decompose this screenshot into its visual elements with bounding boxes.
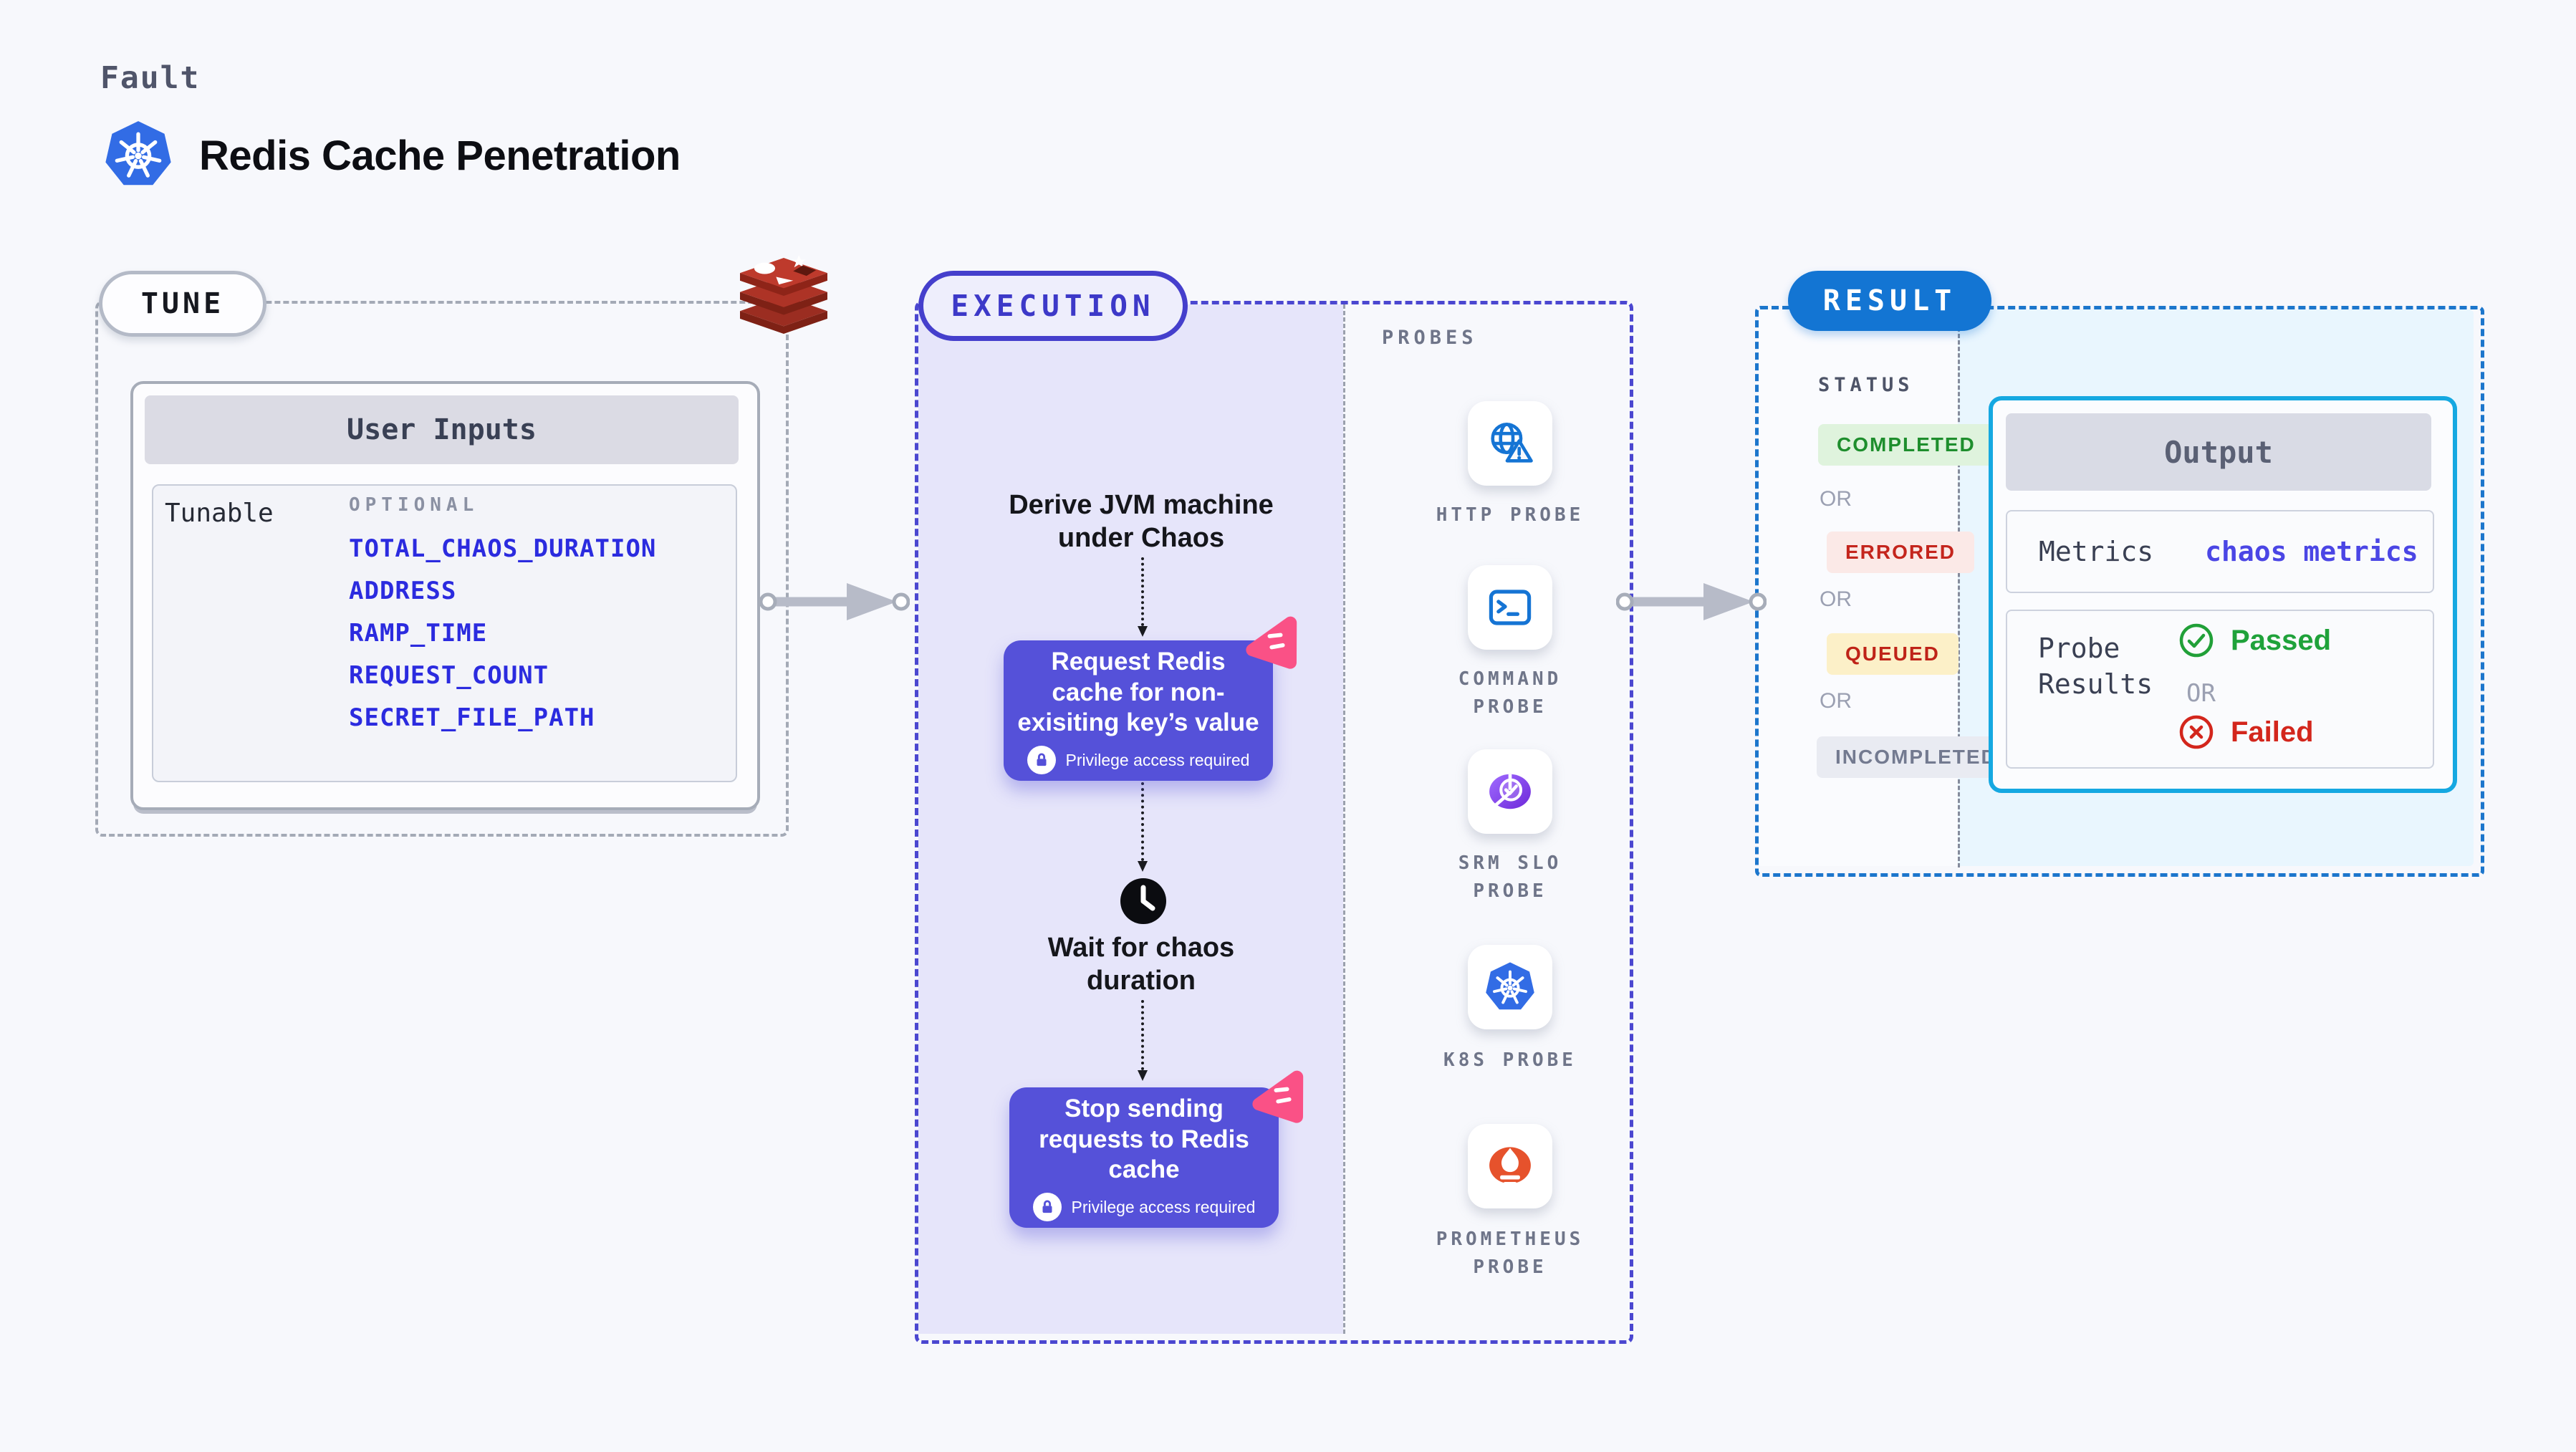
metrics-row: Metrics chaos metrics <box>2006 510 2434 593</box>
status-output-divider <box>1958 308 1960 867</box>
probe-label-line: SRM SLO <box>1458 852 1562 874</box>
output-header: Output <box>2006 413 2431 491</box>
stop-line-1: Stop sending <box>1064 1094 1224 1122</box>
status-badge-errored: ERRORED <box>1827 532 1975 573</box>
metrics-value-link: chaos metrics <box>2205 536 2418 567</box>
connector-request-wait <box>1138 782 1148 872</box>
or-separator: OR <box>1820 587 1852 611</box>
tunable-panel <box>152 484 737 782</box>
request-line-2: cache for non- <box>1052 678 1225 706</box>
passed-row: Passed <box>2178 622 2331 659</box>
k8s-probe-card <box>1468 945 1552 1029</box>
failed-row: Failed <box>2178 713 2314 751</box>
kubernetes-icon <box>105 121 171 186</box>
or-separator: OR <box>2186 679 2216 708</box>
privilege-row: Privilege access required <box>1032 1193 1256 1222</box>
prometheus-probe-card <box>1468 1124 1552 1208</box>
or-separator: OR <box>1820 689 1852 713</box>
k8s-probe-label: K8S PROBE <box>1403 1047 1618 1074</box>
probe-results-line: Results <box>2038 668 2153 700</box>
http-probe-card <box>1468 401 1552 486</box>
privilege-row: Privilege access required <box>1027 746 1250 775</box>
param-address: ADDRESS <box>349 577 457 605</box>
status-badge-incompleted: INCOMPLETED <box>1817 736 2016 778</box>
privilege-note: Privilege access required <box>1071 1197 1256 1216</box>
probe-label-line: K8S PROBE <box>1443 1049 1577 1071</box>
param-request-count: REQUEST_COUNT <box>349 661 549 690</box>
execution-probes-divider <box>1343 304 1345 1334</box>
srm-slo-probe-card <box>1468 749 1552 834</box>
http-probe-label: HTTP PROBE <box>1403 501 1618 529</box>
derive-line-2: under Chaos <box>1057 523 1225 554</box>
page-title: Redis Cache Penetration <box>199 133 681 179</box>
execution-section-box <box>915 301 1633 1344</box>
stop-line-3: cache <box>1108 1155 1180 1184</box>
execution-pill: EXECUTION <box>918 271 1188 341</box>
probe-label-line: PROBE <box>1473 1256 1547 1278</box>
request-redis-step: Request Redis cache for non- exisiting k… <box>1004 640 1273 781</box>
passed-label: Passed <box>2231 624 2332 656</box>
param-total-chaos-duration: TOTAL_CHAOS_DURATION <box>349 534 657 563</box>
probe-label-line: HTTP PROBE <box>1436 504 1585 526</box>
status-label: STATUS <box>1818 374 1914 396</box>
probe-results-row <box>2006 610 2434 769</box>
request-line-3: exisiting key’s value <box>1017 708 1259 737</box>
globe-alert-icon <box>1491 423 1533 463</box>
result-pill: RESULT <box>1788 271 1991 331</box>
check-circle-icon <box>2179 623 2214 658</box>
terminal-icon <box>1489 590 1532 625</box>
or-separator: OR <box>1820 487 1852 511</box>
probe-label-line: COMMAND <box>1458 668 1562 690</box>
prometheus-probe-label: PROMETHEUS PROBE <box>1403 1226 1618 1282</box>
failed-label: Failed <box>2231 716 2314 748</box>
execution-to-result-arrow <box>1616 583 1767 620</box>
gauge-check-icon <box>1489 774 1531 809</box>
fault-kicker: Fault <box>100 60 201 96</box>
derive-line-1: Derive JVM machine <box>1009 490 1274 520</box>
probes-section-label: PROBES <box>1382 327 1478 349</box>
privilege-note: Privilege access required <box>1065 750 1250 769</box>
probe-label-line: PROBE <box>1473 880 1547 902</box>
wait-line-2: duration <box>1087 966 1196 996</box>
request-line-1: Request Redis <box>1051 647 1226 675</box>
param-secret-file-path: SECRET_FILE_PATH <box>349 703 595 732</box>
prometheus-icon <box>1489 1147 1531 1186</box>
probe-results-label: Probe Results <box>2038 630 2153 702</box>
kubernetes-icon <box>1486 962 1534 1010</box>
user-inputs-header: User Inputs <box>145 395 739 464</box>
srm-slo-probe-label: SRM SLO PROBE <box>1403 850 1618 905</box>
metrics-label: Metrics <box>2039 536 2154 567</box>
tune-section-box <box>95 301 789 837</box>
connector-derive-request <box>1138 557 1148 637</box>
wait-step-label: Wait for chaos duration <box>991 931 1292 998</box>
chaos-badge-icon <box>1246 616 1297 669</box>
probe-results-line: Probe <box>2038 633 2120 664</box>
probe-label-line: PROBE <box>1473 696 1547 718</box>
derive-step-label: Derive JVM machine under Chaos <box>991 489 1292 555</box>
wait-line-1: Wait for chaos <box>1047 933 1235 963</box>
tune-to-execution-arrow <box>759 583 910 620</box>
redis-logo-icon <box>740 254 827 335</box>
x-circle-icon <box>2179 715 2214 749</box>
connector-wait-stop <box>1138 1000 1148 1081</box>
probe-label-line: PROMETHEUS <box>1436 1229 1585 1250</box>
tunable-label: Tunable <box>165 499 274 528</box>
param-ramp-time: RAMP_TIME <box>349 619 488 648</box>
param-list: TOTAL_CHAOS_DURATION ADDRESS RAMP_TIME R… <box>349 533 721 744</box>
chaos-badge-icon <box>1252 1070 1304 1123</box>
lock-icon <box>1032 1193 1062 1222</box>
stop-line-2: requests to Redis <box>1039 1125 1249 1153</box>
command-probe-label: COMMAND PROBE <box>1403 665 1618 721</box>
status-badge-completed: COMPLETED <box>1818 424 1994 466</box>
clock-icon <box>1120 878 1166 924</box>
command-probe-card <box>1468 565 1552 650</box>
tune-pill: TUNE <box>99 271 266 337</box>
stop-requests-step: Stop sending requests to Redis cache Pri… <box>1009 1087 1279 1228</box>
status-badge-queued: QUEUED <box>1827 633 1959 675</box>
lock-icon <box>1027 746 1056 775</box>
result-section-box <box>1755 306 2484 877</box>
optional-label: OPTIONAL <box>349 494 479 516</box>
